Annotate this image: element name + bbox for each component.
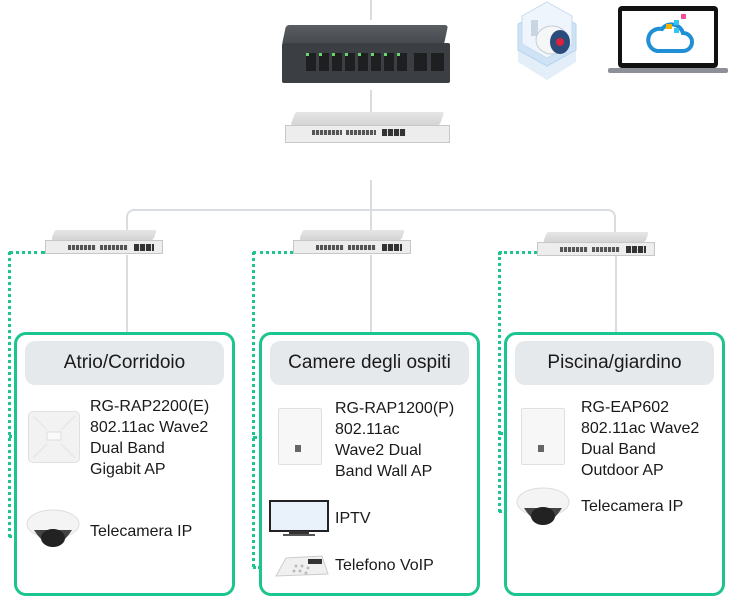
ap-spec-line: Gigabit AP bbox=[90, 461, 166, 478]
voip-phone-icon bbox=[272, 550, 330, 582]
ap-description: RG-RAP2200(E) 802.11ac Wave2 Dual Band G… bbox=[90, 396, 209, 480]
access-switch-1 bbox=[45, 230, 163, 254]
dotted-link bbox=[9, 251, 45, 254]
zone-title: Camere degli ospiti bbox=[270, 341, 469, 385]
access-switch-2 bbox=[293, 230, 411, 254]
ap-spec-line: Wave2 Dual bbox=[335, 442, 422, 459]
dotted-link bbox=[253, 251, 293, 254]
ip-camera-cloud-icon bbox=[514, 0, 580, 86]
dotted-link bbox=[499, 251, 537, 254]
trunk-branch bbox=[126, 209, 616, 239]
dome-camera-icon bbox=[516, 486, 570, 532]
wall-ap-icon bbox=[278, 408, 322, 465]
ap-spec-line: 802.11ac Wave2 bbox=[581, 420, 700, 437]
dome-camera-icon bbox=[26, 508, 80, 554]
trunk-line-access-1 bbox=[126, 255, 128, 333]
device-label: Telecamera IP bbox=[90, 523, 193, 540]
ap-model: RG-EAP602 bbox=[581, 399, 670, 416]
device-label: Telecamera IP bbox=[581, 498, 684, 515]
ceiling-ap-icon bbox=[28, 411, 80, 463]
device-label: IPTV bbox=[335, 510, 371, 527]
ap-spec-line: 802.11ac Wave2 bbox=[90, 419, 209, 436]
cloud-laptop-icon bbox=[606, 5, 731, 75]
dotted-link bbox=[498, 252, 501, 512]
outdoor-ap-icon bbox=[521, 408, 565, 465]
ap-model: RG-RAP1200(P) bbox=[335, 400, 455, 417]
ap-spec-line: Dual Band bbox=[581, 441, 656, 458]
zone-title: Atrio/Corridoio bbox=[25, 341, 224, 385]
access-switch-3 bbox=[537, 232, 655, 256]
ap-spec-line: Dual Band bbox=[90, 440, 165, 457]
ap-description: RG-RAP1200(P) 802.11ac Wave2 Dual Band W… bbox=[335, 398, 454, 482]
aggregation-switch bbox=[285, 112, 450, 144]
dotted-link bbox=[252, 252, 255, 567]
tv-icon bbox=[269, 500, 329, 538]
ap-spec-line: Outdoor AP bbox=[581, 462, 664, 479]
ap-spec-line: 802.11ac bbox=[335, 421, 400, 438]
trunk-line-agg-down bbox=[370, 180, 372, 230]
dotted-link bbox=[8, 252, 11, 537]
trunk-line-access-2 bbox=[370, 255, 372, 333]
trunk-line-access-3 bbox=[615, 255, 617, 333]
ap-model: RG-RAP2200(E) bbox=[90, 398, 210, 415]
zone-title: Piscina/giardino bbox=[515, 341, 714, 385]
ap-spec-line: Band Wall AP bbox=[335, 463, 433, 480]
device-label: Telefono VoIP bbox=[335, 557, 434, 574]
ap-description: RG-EAP602 802.11ac Wave2 Dual Band Outdo… bbox=[581, 397, 699, 481]
core-router bbox=[281, 25, 450, 91]
zone-atrio: Atrio/Corridoio bbox=[14, 332, 235, 596]
trunk-line-top bbox=[370, 0, 372, 20]
